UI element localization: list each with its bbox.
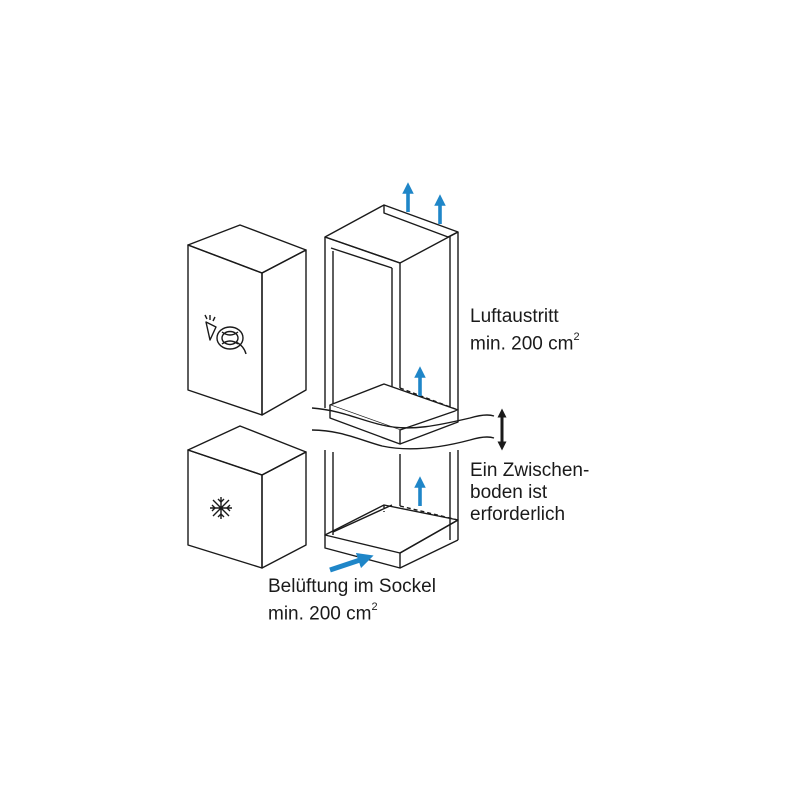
shelf-line3: erforderlich [470, 504, 566, 525]
vegetables-icon [204, 314, 247, 355]
cabinet-niche [324, 204, 459, 569]
fridge-door [187, 224, 307, 416]
airflow-arrows [329, 182, 446, 573]
air-outlet-line2: min. 200 cm2 [470, 331, 580, 355]
intermediate-shelf [329, 383, 459, 445]
break-lines [311, 407, 495, 450]
freezer-door [187, 425, 307, 569]
snowflake-icon [210, 497, 232, 519]
vent-line1: Belüftung im Sockel [268, 576, 436, 597]
intermediate-shelf-label: Ein Zwischen- boden ist erforderlich [470, 460, 589, 526]
base-ventilation-label: Belüftung im Sockel min. 200 cm2 [268, 576, 436, 625]
shelf-line2: boden ist [470, 482, 548, 503]
air-outlet-line1: Luftaustritt [470, 306, 559, 327]
vent-line2: min. 200 cm2 [268, 601, 378, 625]
base-ventilation-arrow [329, 552, 374, 573]
air-outlet-label: Luftaustritt min. 200 cm2 [470, 306, 580, 355]
shelf-line1: Ein Zwischen- [470, 460, 590, 481]
